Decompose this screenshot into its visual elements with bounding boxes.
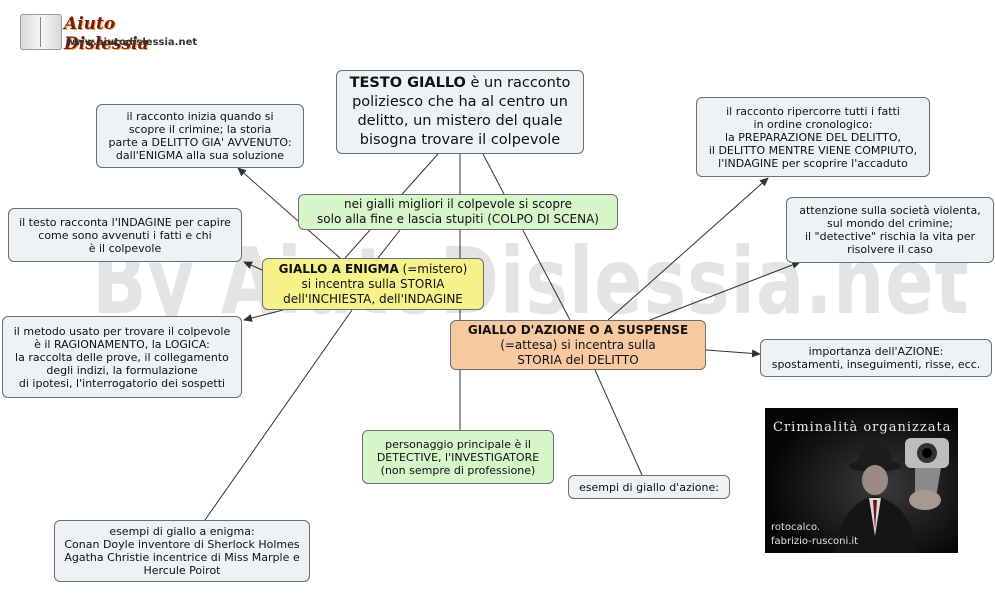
azione-importanza-text: importanza dell'AZIONE: spostamenti, ins… — [771, 345, 981, 371]
edge-azione-cronologico — [607, 177, 769, 321]
edge-azione-societa — [649, 261, 801, 321]
edge-enigma-metodo — [243, 309, 284, 322]
edge-enigma-inizio — [237, 167, 341, 259]
center-bold: TESTO GIALLO — [349, 75, 466, 91]
enigma-esempi-text: esempi di giallo a enigma: Conan Doyle i… — [64, 525, 300, 577]
enigma-text: (=mistero) si incentra sulla STORIA dell… — [283, 261, 468, 306]
site-logo[interactable]: Aiuto Dislessia www.aiutodislessia.net — [20, 14, 197, 54]
edge-azione-importanza — [705, 349, 761, 358]
azione-esempi-text: esempi di giallo d'azione: — [579, 480, 719, 494]
enigma-indagine-text: il testo racconta l'INDAGINE per capire … — [19, 215, 231, 255]
node-testo-giallo[interactable]: TESTO GIALLO è un racconto poliziesco ch… — [336, 70, 584, 154]
enigma-metodo-text: il metodo usato per trovare il colpevole… — [13, 324, 231, 390]
node-azione-societa[interactable]: attenzione sulla società violenta, sul m… — [786, 197, 994, 263]
logo-url: www.aiutodislessia.net — [66, 37, 198, 48]
photo-caption-2: fabrizio-rusconi.it — [771, 536, 859, 547]
logo-title: Aiuto Dislessia — [64, 14, 149, 54]
azione-bold: GIALLO D'AZIONE O A SUSPENSE — [467, 322, 689, 337]
node-enigma-inizio[interactable]: il racconto inizia quando si scopre il c… — [96, 104, 304, 168]
node-azione-cronologico[interactable]: il racconto ripercorre tutti i fatti in … — [696, 97, 930, 177]
node-giallo-enigma[interactable]: GIALLO A ENIGMA (=mistero) si incentra s… — [262, 258, 484, 310]
node-azione-esempi[interactable]: esempi di giallo d'azione: — [568, 475, 730, 499]
node-giallo-azione[interactable]: GIALLO D'AZIONE O A SUSPENSE (=attesa) s… — [450, 320, 706, 370]
photo-title: Criminalità organizzata — [773, 420, 952, 435]
finale-text: nei gialli migliori il colpevole si scop… — [317, 197, 599, 226]
node-azione-importanza[interactable]: importanza dell'AZIONE: spostamenti, ins… — [760, 339, 992, 377]
node-colpo-di-scena[interactable]: nei gialli migliori il colpevole si scop… — [298, 194, 618, 230]
node-detective[interactable]: personaggio principale è il DETECTIVE, l… — [362, 430, 554, 484]
photo-criminalita-organizzata[interactable]: Criminalità organizzata rotocalco. fabri… — [765, 408, 958, 553]
detective-text: personaggio principale è il DETECTIVE, l… — [376, 437, 540, 477]
node-enigma-indagine[interactable]: il testo racconta l'INDAGINE per capire … — [8, 208, 242, 262]
gangster-illustration — [765, 408, 958, 553]
azione-cronologico-text: il racconto ripercorre tutti i fatti in … — [708, 104, 918, 170]
node-enigma-esempi[interactable]: esempi di giallo a enigma: Conan Doyle i… — [54, 520, 310, 582]
edge-enigma-esempi — [204, 309, 353, 521]
edge-azione-esempi — [594, 369, 643, 476]
enigma-inizio-text: il racconto inizia quando si scopre il c… — [108, 110, 292, 162]
center-text: è un racconto poliziesco che ha al centr… — [352, 75, 571, 148]
edge-center-enigma2 — [377, 229, 401, 259]
book-icon — [20, 14, 62, 50]
edge-enigma-indagine — [243, 261, 263, 271]
azione-text: (=attesa) si incentra sulla STORIA del D… — [500, 337, 656, 367]
photo-caption-1: rotocalco. — [771, 522, 821, 533]
enigma-bold: GIALLO A ENIGMA — [278, 261, 399, 276]
edge-center-azione — [482, 153, 571, 321]
node-enigma-metodo[interactable]: il metodo usato per trovare il colpevole… — [2, 316, 242, 398]
azione-societa-text: attenzione sulla società violenta, sul m… — [799, 204, 981, 256]
